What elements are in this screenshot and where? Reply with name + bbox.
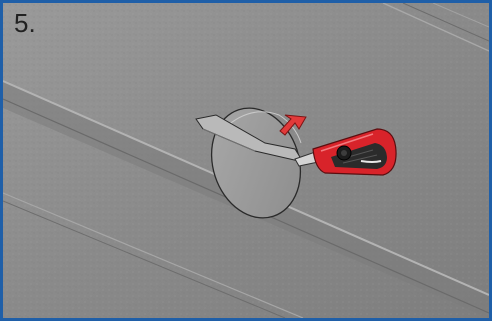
step-number: 5. (14, 10, 36, 36)
illustration (3, 3, 489, 318)
